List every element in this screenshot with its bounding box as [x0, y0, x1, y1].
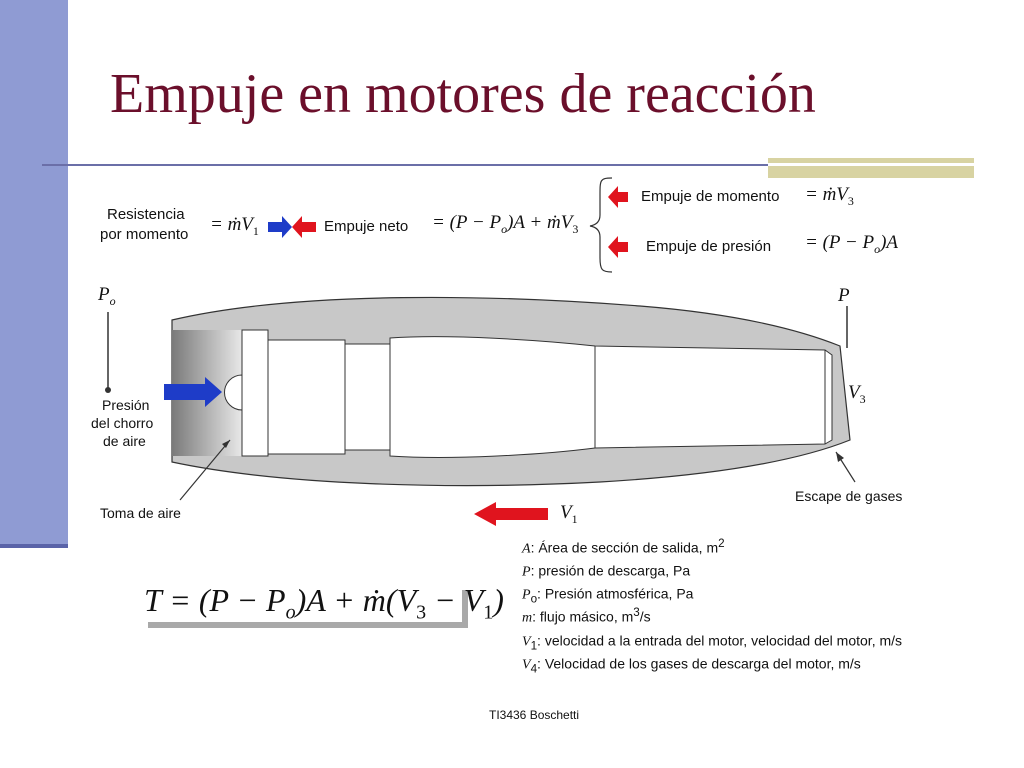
- escape-leader-head: [836, 452, 844, 462]
- empuje-momento-label: Empuje de momento: [641, 188, 780, 205]
- po-marker-dot: [105, 387, 111, 393]
- empuje-presion-label: Empuje de presión: [646, 238, 772, 255]
- resistencia-equation: = ṁV1: [210, 214, 259, 238]
- empuje-momento-equation: = ṁV3: [805, 184, 854, 208]
- presion-label-line3: de aire: [103, 433, 146, 449]
- presion-red-arrow: [608, 236, 628, 258]
- v1-arrow: [474, 502, 548, 526]
- momento-red-arrow: [608, 186, 628, 208]
- escape-de-gases-label: Escape de gases: [795, 488, 903, 504]
- empuje-neto-label: Empuje neto: [324, 218, 409, 235]
- accent-bar: [768, 158, 974, 178]
- spinner: [224, 374, 243, 411]
- inlet-flow-arrow: [164, 377, 222, 407]
- formula-shadow-right: [462, 590, 468, 628]
- empuje-neto-equation: = (P − Po)A + ṁV3: [432, 212, 579, 236]
- resistencia-label-line2: por momento: [100, 226, 189, 243]
- toma-de-aire-label: Toma de aire: [100, 505, 181, 521]
- presion-label-line1: Presión: [102, 397, 150, 413]
- thrust-formula: T = (P − Po)A + ṁ(V3 − V1): [144, 582, 504, 624]
- fan-face: [241, 329, 269, 457]
- toma-leader: [179, 439, 231, 501]
- engine-core: [241, 329, 833, 458]
- legend-item: A: Área de sección de salida, m2: [522, 537, 725, 557]
- legend-item: m: flujo másico, m3/s: [522, 606, 651, 626]
- formula-shadow: [148, 622, 468, 628]
- sidebar-edge: [0, 544, 68, 548]
- resistencia-label-line1: Resistencia: [107, 206, 185, 223]
- sidebar-decoration: [0, 0, 68, 548]
- slide-title: Empuje en motores de reacción: [110, 63, 816, 125]
- legend-item: Po: Presión atmosférica, Pa: [522, 585, 694, 606]
- toma-leader-head: [222, 440, 230, 448]
- p-symbol: P: [838, 285, 850, 306]
- brace: [589, 177, 613, 273]
- resistencia-blue-arrow: [268, 216, 292, 238]
- presion-label-line2: del chorro: [91, 415, 154, 431]
- v3-symbol: V3: [848, 382, 866, 406]
- empuje-neto-red-arrow: [292, 216, 316, 238]
- po-symbol: Po: [98, 284, 116, 308]
- legend-item: P: presión de descarga, Pa: [522, 562, 691, 580]
- v1-symbol: V1: [560, 502, 578, 526]
- legend-item: V1: velocidad a la entrada del motor, ve…: [522, 632, 903, 653]
- legend-item: V4: Velocidad de los gases de descarga d…: [522, 655, 861, 676]
- slide-footer: TI3436 Boschetti: [489, 708, 580, 722]
- title-divider: [42, 164, 772, 166]
- empuje-presion-equation: = (P − Po)A: [805, 232, 899, 256]
